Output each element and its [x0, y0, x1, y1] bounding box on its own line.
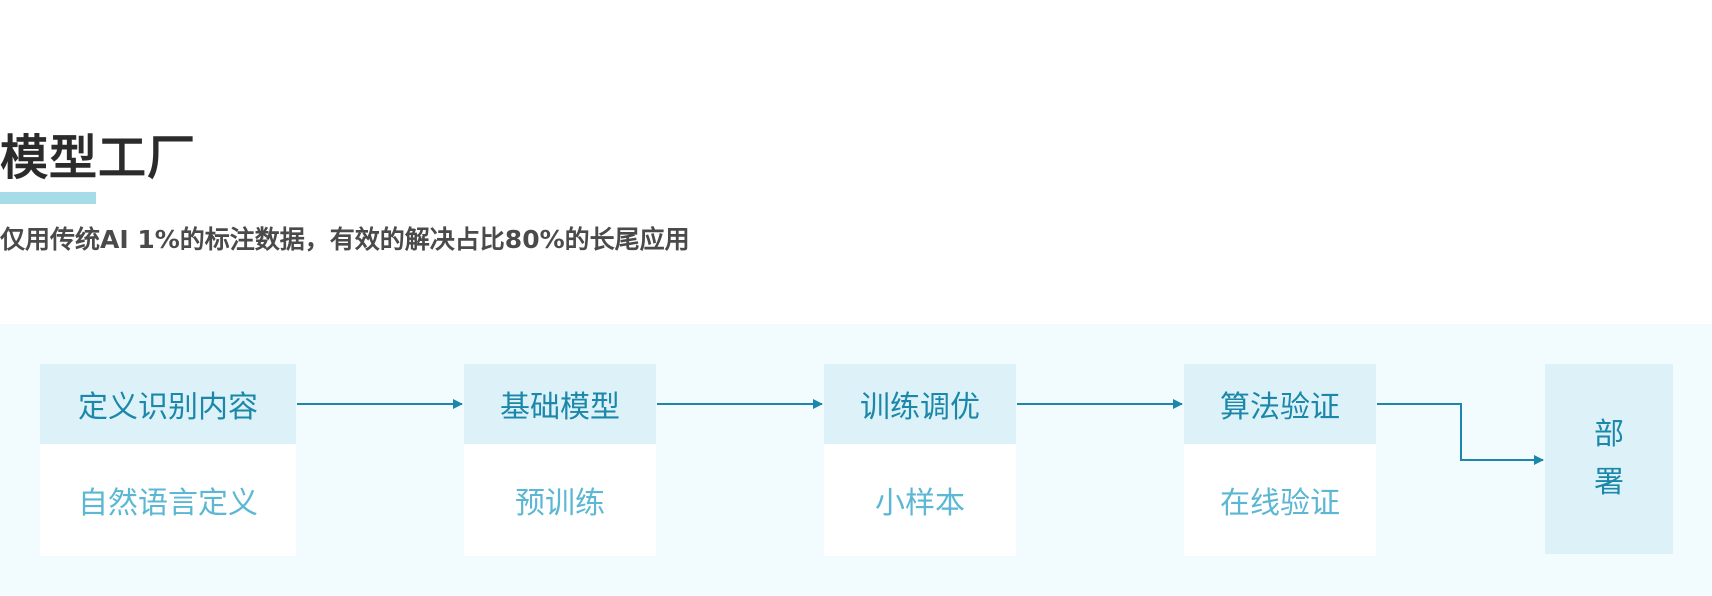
flow-step-training: 训练调优 小样本 — [824, 364, 1016, 556]
title-underline — [0, 192, 96, 204]
flow-step-title: 定义识别内容 — [40, 364, 296, 444]
flow-step-detail: 小样本 — [875, 486, 965, 521]
flow-step-title: 算法验证 — [1184, 364, 1376, 444]
flow-step-detail: 预训练 — [515, 486, 605, 521]
flow-step-base-model: 基础模型 预训练 — [464, 364, 656, 556]
flow-step-title: 基础模型 — [464, 364, 656, 444]
page-title: 模型工厂 — [0, 130, 197, 186]
flow-step-deploy: 部 署 — [1545, 364, 1673, 554]
flow-step-title: 训练调优 — [824, 364, 1016, 444]
deploy-char-1: 部 — [1594, 417, 1624, 452]
flow-step-detail: 在线验证 — [1220, 486, 1340, 521]
deploy-char-2: 署 — [1594, 465, 1624, 500]
flow-step-validation: 算法验证 在线验证 — [1184, 364, 1376, 556]
flow-step-define: 定义识别内容 自然语言定义 — [40, 364, 296, 556]
flow-step-detail: 自然语言定义 — [78, 486, 258, 521]
page-subtitle: 仅用传统AI 1%的标注数据，有效的解决占比80%的长尾应用 — [0, 225, 690, 254]
